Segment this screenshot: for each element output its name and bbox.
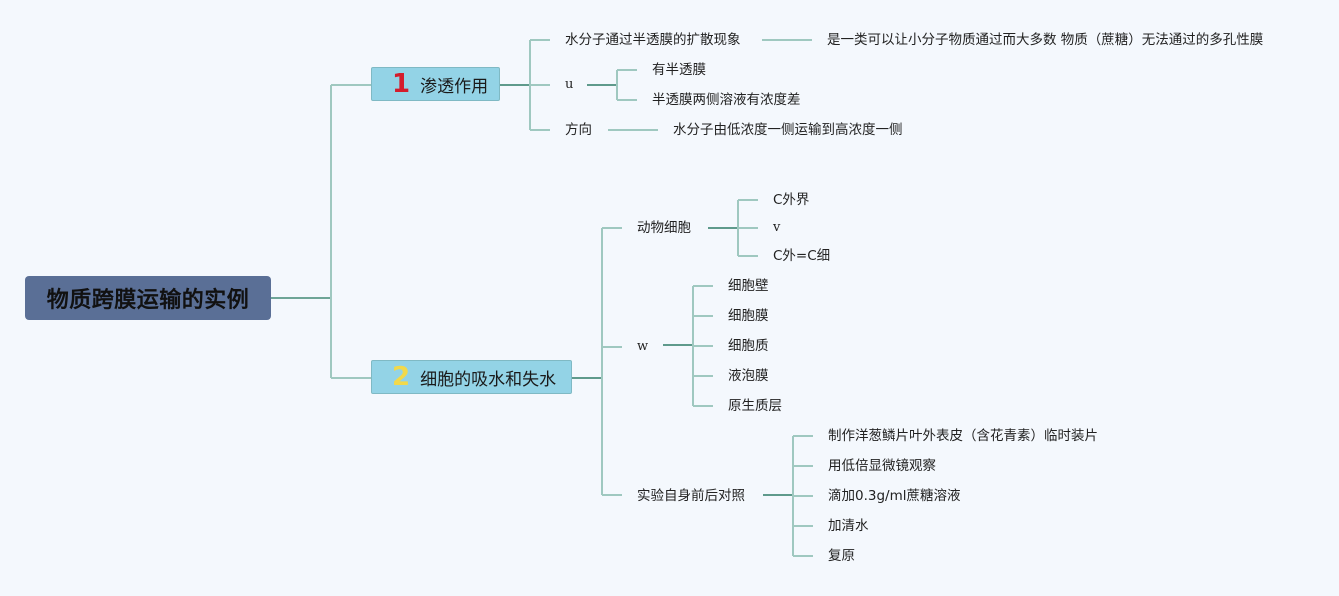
- branch-label: 渗透作用: [420, 76, 489, 97]
- plant-cell-item[interactable]: 细胞壁: [726, 277, 771, 295]
- subtopic-direction[interactable]: 方向: [563, 121, 594, 139]
- animal-cell-item[interactable]: C外界: [771, 191, 812, 209]
- subtopic-conditions[interactable]: u: [563, 76, 576, 94]
- plant-cell-item[interactable]: 液泡膜: [726, 367, 771, 385]
- condition-item[interactable]: 有半透膜: [650, 61, 708, 79]
- animal-cell-item[interactable]: C外=C细: [771, 247, 833, 265]
- subtopic-animal-cell[interactable]: 动物细胞: [635, 219, 693, 237]
- branch-number-1-icon: 1: [392, 69, 411, 99]
- branch-number-2-icon: 2: [392, 362, 411, 392]
- experiment-step[interactable]: 用低倍显微镜观察: [826, 457, 938, 475]
- condition-item[interactable]: 半透膜两侧溶液有浓度差: [650, 91, 803, 109]
- branch-label: 细胞的吸水和失水: [420, 369, 557, 390]
- subtopic-plant-cell[interactable]: w: [635, 338, 651, 356]
- branch-topic-cell-water[interactable]: 2 细胞的吸水和失水: [371, 360, 572, 394]
- branch-topic-osmosis[interactable]: 1 渗透作用: [371, 67, 500, 101]
- root-topic[interactable]: 物质跨膜运输的实例: [25, 276, 271, 320]
- experiment-step[interactable]: 滴加0.3g/ml蔗糖溶液: [826, 487, 963, 505]
- plant-cell-item[interactable]: 细胞质: [726, 337, 771, 355]
- plant-cell-item[interactable]: 细胞膜: [726, 307, 771, 325]
- experiment-step[interactable]: 加清水: [826, 517, 871, 535]
- plant-cell-item[interactable]: 原生质层: [726, 397, 784, 415]
- subtopic-definition-note[interactable]: 是一类可以让小分子物质通过而大多数 物质（蔗糖）无法通过的多孔性膜: [825, 31, 1266, 49]
- experiment-step[interactable]: 复原: [826, 547, 857, 565]
- subtopic-direction-note[interactable]: 水分子由低浓度一侧运输到高浓度一侧: [671, 121, 905, 139]
- subtopic-experiment[interactable]: 实验自身前后对照: [635, 487, 747, 505]
- subtopic-definition[interactable]: 水分子通过半透膜的扩散现象: [563, 31, 743, 49]
- experiment-step[interactable]: 制作洋葱鳞片叶外表皮（含花青素）临时装片: [826, 427, 1100, 445]
- animal-cell-item[interactable]: v: [771, 219, 783, 237]
